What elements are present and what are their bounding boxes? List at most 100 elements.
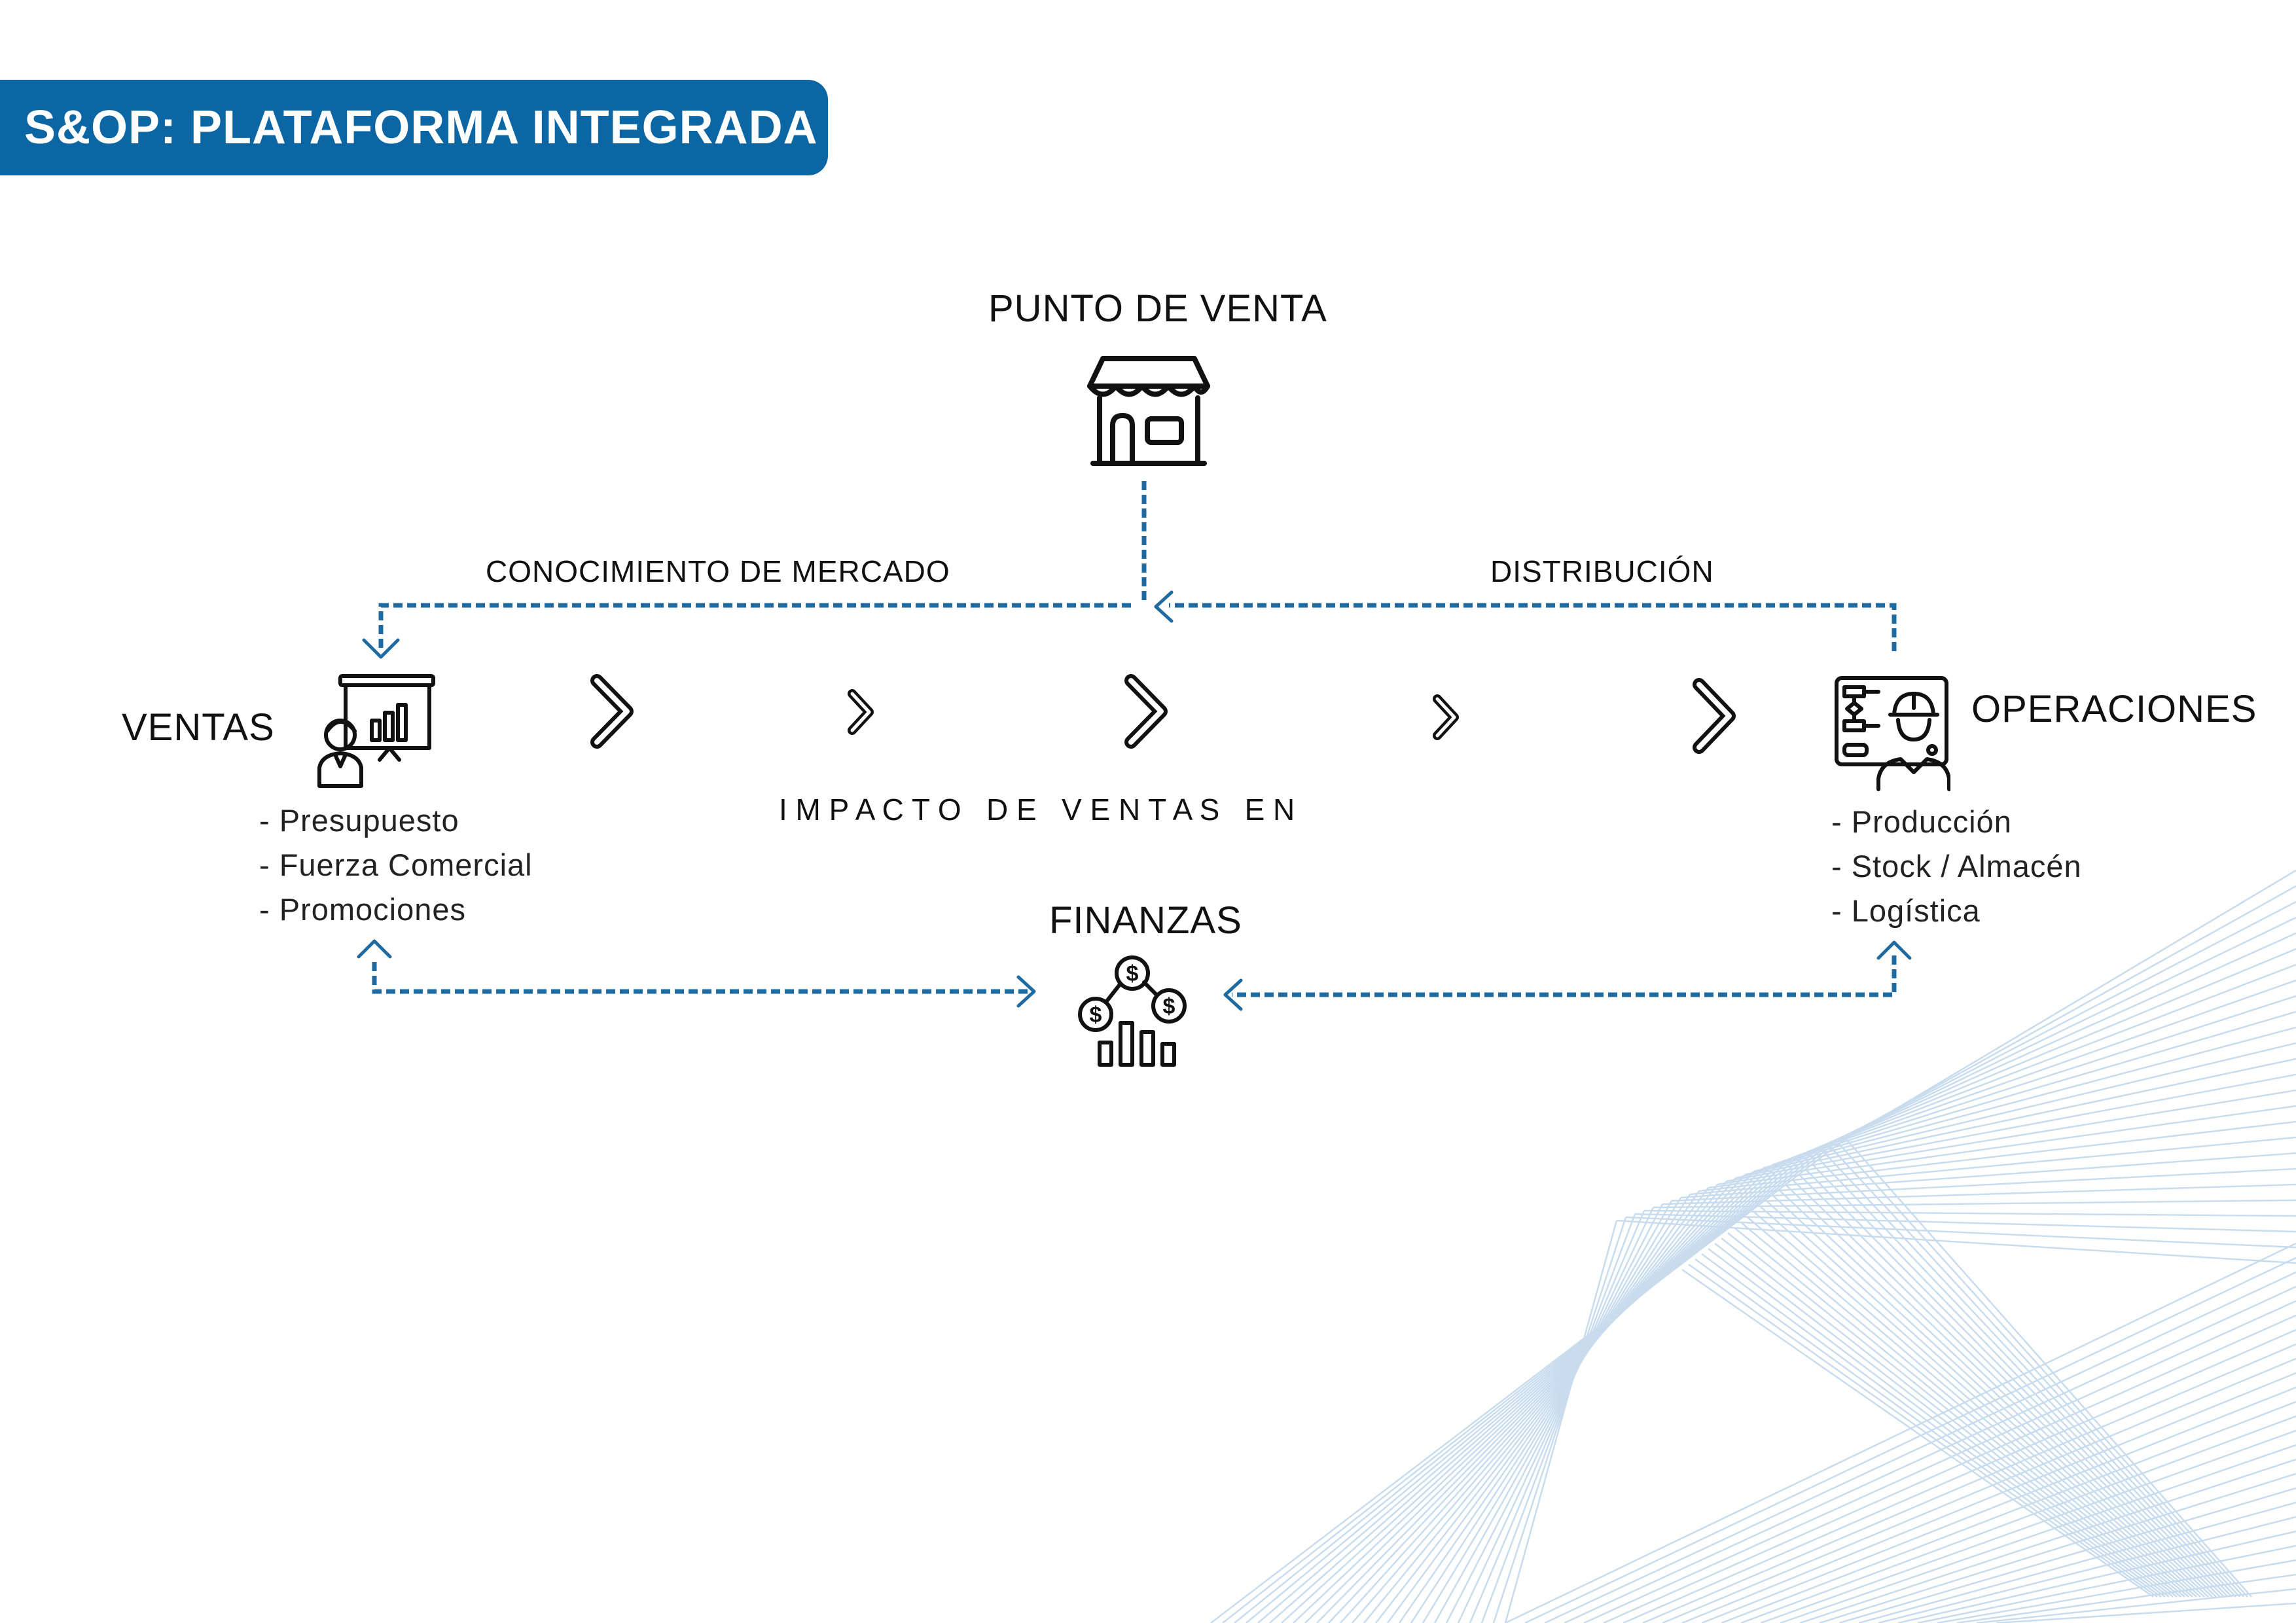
decor-line — [1717, 1089, 2296, 1186]
arrowhead-up-operaciones — [1876, 940, 1912, 960]
decor-line — [1897, 1530, 2296, 1623]
chevron-right-icon — [848, 689, 874, 735]
connector-ventas-finanzas — [372, 962, 1028, 994]
decor-line — [1698, 1120, 2296, 1192]
decor-line — [1917, 1544, 2296, 1623]
decor-line — [1457, 1207, 1655, 1623]
decor-line — [1701, 1253, 2166, 1598]
decor-line — [1410, 1194, 1691, 1623]
list-item: - Logística — [1831, 893, 1981, 928]
decor-line — [1727, 1232, 2181, 1597]
decor-line — [1767, 1201, 2205, 1597]
decor-line — [1340, 1174, 1746, 1623]
decor-line — [1819, 1472, 2296, 1623]
list-item: - Fuerza Comercial — [259, 847, 533, 882]
decor-line — [1328, 1171, 1755, 1623]
flow-label-distribucion: DISTRIBUCIÓN — [1490, 554, 1714, 588]
decor-line — [1760, 1429, 2296, 1623]
decor-line — [1524, 1257, 2296, 1623]
chevron-right-icon — [1433, 694, 1459, 740]
decor-line — [1836, 885, 2296, 1143]
decor-line — [1492, 1217, 1627, 1623]
decor-line — [1701, 1386, 2296, 1623]
decor-line — [1257, 1151, 1810, 1623]
decor-line — [1469, 1210, 1645, 1623]
worker-dashboard-icon — [1835, 676, 1950, 791]
decor-line — [1744, 1042, 2296, 1176]
decor-line — [1689, 1136, 2296, 1196]
decor-line — [1210, 1138, 1846, 1623]
decor-line — [1623, 1329, 2296, 1623]
decor-line — [1304, 1164, 1773, 1623]
decor-line — [1786, 1185, 2217, 1597]
list-item: - Producción — [1831, 804, 2012, 839]
decor-line — [1544, 1271, 2296, 1623]
decor-line — [1662, 1183, 2296, 1205]
decor-line — [1747, 1217, 2193, 1597]
decor-line — [1688, 1263, 2158, 1598]
decor-line — [1858, 1501, 2296, 1623]
decor-line — [1740, 1222, 2189, 1597]
decor-line — [1564, 1285, 2296, 1623]
decor-line — [1808, 932, 2296, 1153]
chevron-right-icon — [1124, 674, 1168, 749]
connector-to-ventas — [378, 603, 1131, 648]
decor-line — [1956, 1573, 2296, 1623]
decor-line — [1625, 1216, 2296, 1249]
decor-line — [1643, 1209, 2296, 1217]
node-label-punto-de-venta: PUNTO DE VENTA — [988, 287, 1327, 330]
decor-line — [1642, 1343, 2296, 1623]
decor-line — [1603, 1314, 2296, 1623]
decor-line — [1681, 1268, 2154, 1598]
arrowhead-left-finanzas — [1223, 978, 1243, 1011]
decor-line — [1293, 1161, 1782, 1623]
decor-line — [1799, 1175, 2225, 1597]
dollar-sign-icon: $ — [1163, 994, 1175, 1019]
presentation-icon — [317, 674, 435, 788]
arrowhead-right-finanzas — [1016, 975, 1036, 1008]
decor-line — [1662, 1357, 2296, 1623]
chevron-right-icon — [590, 674, 634, 749]
decor-line — [1386, 1187, 1710, 1623]
decor-line — [1760, 1206, 2201, 1597]
decor-line — [1937, 1559, 2296, 1623]
decor-line — [1504, 1220, 1618, 1623]
decor-line — [1772, 995, 2296, 1166]
list-item: - Stock / Almacén — [1831, 849, 2082, 883]
decor-line — [1398, 1190, 1700, 1623]
decor-line — [1695, 1258, 2162, 1598]
ventas-list: - Presupuesto - Fuerza Comercial - Promo… — [259, 798, 533, 932]
decor-line — [1735, 1058, 2296, 1179]
store-icon — [1087, 356, 1210, 466]
decor-line — [1806, 1169, 2229, 1597]
decor-line — [1753, 1211, 2197, 1597]
decor-line — [1819, 1159, 2236, 1597]
connector-from-operaciones — [1169, 603, 1897, 651]
decor-line — [1505, 1242, 2296, 1623]
decor-line — [1234, 1145, 1828, 1623]
decor-line — [1839, 1487, 2296, 1623]
decor-line — [1363, 1181, 1727, 1623]
flow-label-conocimiento: CONOCIMIENTO DE MERCADO — [486, 554, 950, 588]
decor-line — [1832, 1149, 2244, 1597]
decor-line — [1827, 901, 2296, 1147]
decor-line — [1480, 1213, 1636, 1623]
arrowhead-left-center — [1154, 590, 1174, 623]
money-chart-icon: $ $ $ — [1078, 955, 1187, 1067]
node-label-operaciones: OPERACIONES — [1971, 688, 2257, 730]
decor-line — [1708, 1248, 2170, 1597]
decor-line — [1375, 1184, 1718, 1623]
decor-line — [1671, 1168, 2296, 1202]
decor-line — [1681, 1372, 2296, 1623]
decor-line — [1799, 1458, 2296, 1623]
decor-line — [1708, 1105, 2296, 1189]
node-label-ventas: VENTAS — [122, 706, 275, 749]
list-item: - Promociones — [259, 892, 466, 927]
decor-line — [1780, 1190, 2213, 1597]
arrowhead-up-ventas — [357, 939, 392, 959]
dollar-sign-icon: $ — [1126, 961, 1139, 986]
